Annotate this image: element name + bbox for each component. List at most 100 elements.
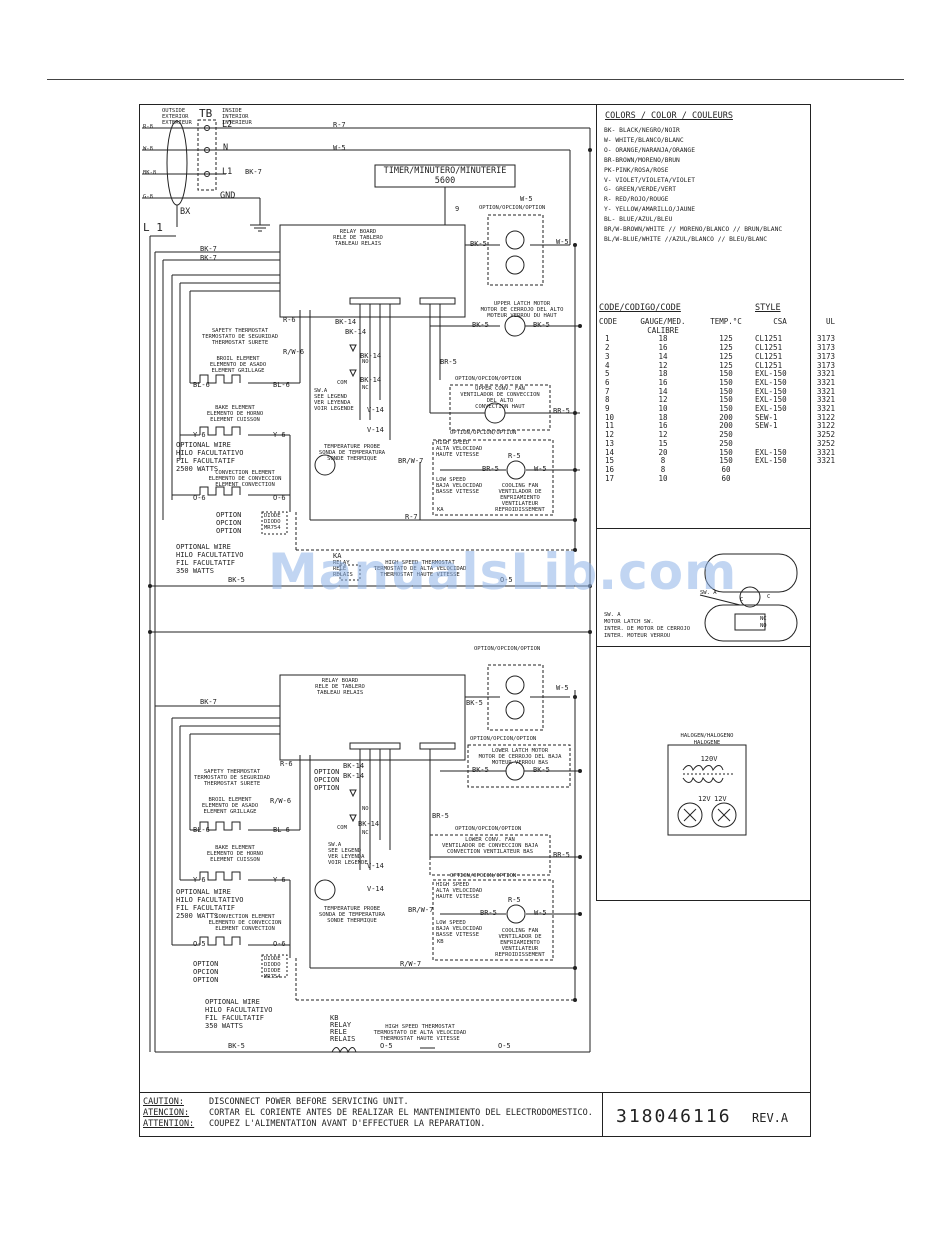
upper-cooling-fr2: REFROIDISSEMENT — [495, 507, 545, 513]
upper-cooling: COOLING FAN — [501, 483, 539, 489]
code-table-cell: 15 — [658, 438, 668, 448]
halogen-title: HALOGEN/HALOGENO — [680, 733, 734, 739]
lower-bk14b: BK-14 — [343, 772, 365, 780]
code-table-header-cell: GAUGE/MED. CALIBRE — [640, 317, 686, 335]
upper-no: NO — [362, 359, 369, 365]
upper-bake-es: ELEMENTO DE HORNO — [206, 411, 264, 417]
code-table-cell — [755, 466, 805, 475]
upper-low-speed: LOW SPEED — [436, 477, 466, 483]
code-table-cell — [755, 431, 805, 440]
colors-legend-title: COLORS / COLOR / COULEURS — [605, 111, 733, 121]
upper-optional-wire-fr: FIL FACULTATIF — [176, 457, 236, 465]
upper-convection-fr: ELEMENT CONVECTION — [215, 482, 275, 488]
color-legend-item: BL/W-BLUE/WHITE //AZUL/BLANCO // BLEU/BL… — [604, 235, 768, 243]
lower-cooling-fr2: REFROIDISSEMENT — [495, 952, 545, 958]
color-legend-item: BR/W-BROWN/WHITE // MORENO/BLANCO // BRU… — [604, 226, 783, 233]
upper-diode: DIODE — [264, 513, 281, 519]
lower-bk14c: BK-14 — [358, 820, 380, 828]
lower-w5-fan: W-5 — [534, 909, 547, 917]
upper-o5: O-5 — [500, 576, 513, 584]
code-table-cell: 1 — [605, 334, 610, 344]
upper-see-legend: SEE LEGEND — [314, 394, 348, 400]
upper-bk5b: BK-5 — [472, 321, 489, 329]
upper-option2: OPCION — [216, 519, 242, 527]
lower-option-header-conv: OPTION/OPCION/OPTION — [455, 826, 522, 832]
divider-3 — [596, 900, 811, 901]
code-table-cell: 12 — [658, 430, 668, 440]
lower-bake-fr: ELEMENT CUISSON — [210, 857, 260, 863]
code-table-cell: CL1251 — [755, 360, 783, 370]
upper-swa: SW.A — [314, 388, 328, 394]
code-table-cell: 150 — [719, 386, 733, 396]
caution-text-en: DISCONNECT POWER BEFORE SERVICING UNIT. — [209, 1097, 409, 1107]
upper-low-speed-es: BAJA VELOCIDAD — [436, 483, 483, 489]
lower-o6: O-6 — [273, 940, 286, 948]
upper-hs-therm: HIGH SPEED THERMOSTAT — [385, 560, 455, 566]
code-table-cell: 3252 — [816, 430, 835, 440]
lower-option2: OPCION — [193, 968, 219, 976]
code-table-cell: 14 — [605, 447, 615, 457]
upper-bk14a: BK-14 — [335, 318, 357, 326]
caution-text-es: CORTAR EL CORIENTE ANTES DE REALIZAR EL … — [209, 1108, 593, 1118]
upper-ka-ref: KA — [437, 507, 444, 513]
upper-rw6: R/W-6 — [283, 348, 305, 356]
lower-bk14a: BK-14 — [343, 762, 365, 770]
code-table-cell: 3321 — [816, 377, 835, 387]
code-table-cell: EXL-150 — [755, 369, 787, 379]
lower-broil-fr: ELEMENT GRILLAGE — [203, 809, 257, 815]
code-table-cell: 125 — [719, 343, 733, 353]
code-table-cell: 3321 — [816, 369, 835, 379]
lower-o5b: O-5 — [498, 1042, 511, 1050]
upper-r7: R-7 — [405, 513, 418, 521]
code-table-cell: CL1251 — [755, 343, 783, 353]
upper-cooling-fr: VENTILATEUR — [501, 501, 539, 507]
lower-watts: 2500 WATTS — [176, 912, 219, 920]
upper-y6b: Y-6 — [273, 431, 286, 439]
lower-optional-wire: OPTIONAL WIRE — [176, 888, 231, 896]
timer-label: TIMER/MINUTERO/MINUTERIE — [383, 166, 507, 176]
code-table-cell: 250 — [719, 430, 733, 440]
lower-opt-c: OPTION — [314, 784, 340, 792]
upper-r5: R-5 — [508, 452, 521, 460]
lower-rw6: R/W-6 — [270, 797, 292, 805]
upper-convection-es: ELEMENTO DE CONVECCION — [208, 476, 282, 482]
lower-w5: W-5 — [556, 684, 569, 692]
code-table-cell — [805, 475, 835, 484]
lower-relay-board: RELAY BOARD — [321, 678, 359, 684]
lower-swa: SW.A — [328, 842, 342, 848]
lower-diode: DIODE — [264, 956, 281, 962]
code-table-cell: 20 — [658, 447, 668, 457]
upper-br5b: BR-5 — [553, 407, 570, 415]
inside-label: INSIDE INTERIOR INTERIEUR — [222, 108, 252, 126]
upper-bake: BAKE ELEMENT — [215, 405, 255, 411]
lower-option-header-latch: OPTION/OPCION/OPTION — [470, 736, 537, 742]
upper-probe-fr: SONDE THERMIQUE — [327, 456, 377, 462]
lower-bk7: BK-7 — [200, 698, 217, 706]
r8-label: R-8 — [143, 124, 153, 130]
upper-r6: R-6 — [283, 316, 296, 324]
upper-bk5c: BK-5 — [533, 321, 550, 329]
latch-sw-line1: MOTOR LATCH SW. — [604, 619, 654, 625]
halogen-12v-a: 12V — [698, 795, 711, 803]
code-table-cell: EXL-150 — [755, 447, 787, 457]
upper-safety-therm-es: TERMOSTATO DE SEGURIDAD — [201, 334, 279, 340]
upper-bl6a: BL-6 — [193, 381, 210, 389]
lower-o5: O-5 — [193, 940, 206, 948]
code-table-cell: 9 — [605, 404, 610, 414]
upper-broil-fr: ELEMENT GRILLAGE — [211, 368, 265, 374]
document-number: 318046116 — [616, 1106, 732, 1127]
code-table-cell: 8 — [660, 464, 666, 474]
code-table-cell: 150 — [719, 369, 733, 379]
gnd-label: GND — [220, 191, 236, 201]
diagram-frame — [139, 104, 811, 1137]
lower-diode-part: MR754 — [264, 974, 281, 980]
lower-broil: BROIL ELEMENT — [208, 797, 252, 803]
upper-option-header-cool: OPTION/OPCION/OPTION — [450, 430, 517, 436]
upper-com: COM — [337, 380, 347, 386]
